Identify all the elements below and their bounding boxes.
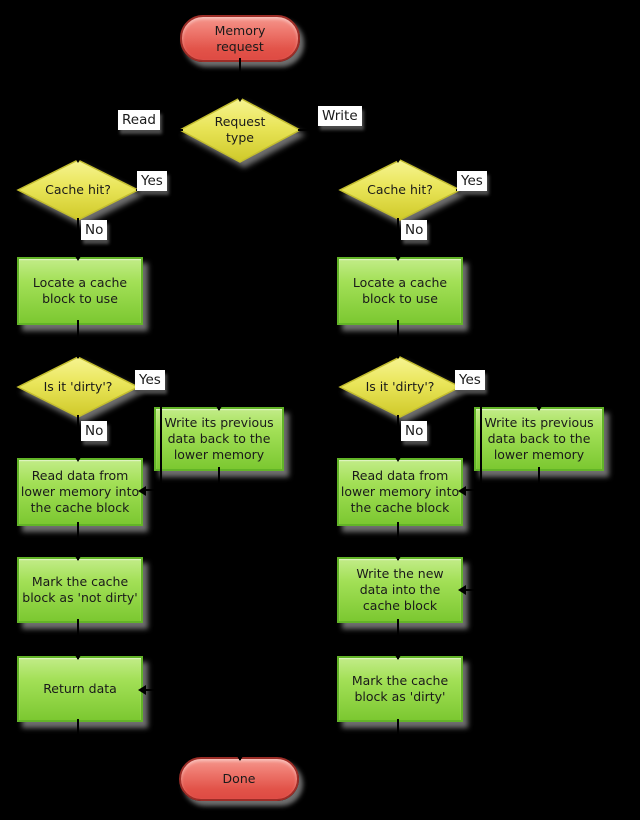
node-is-dirty-write: Is it 'dirty'?	[338, 355, 462, 419]
connector-line	[456, 386, 540, 388]
connector-line	[239, 58, 241, 98]
connector-line	[239, 740, 241, 760]
arrowhead-left-icon	[458, 585, 466, 595]
connector-line	[538, 386, 540, 410]
arrowhead-down-icon	[393, 454, 403, 462]
connector-line	[218, 467, 220, 491]
edge-label-yes-is-dirty-write: Yes	[455, 370, 485, 390]
connector-line	[160, 189, 162, 691]
node-read-lower-write: Read data from lower memory into the cac…	[337, 458, 463, 526]
connector-line	[298, 129, 400, 131]
arrowhead-down-icon	[73, 454, 83, 462]
node-mark-dirty: Mark the cache block as 'dirty'	[337, 656, 463, 722]
arrowhead-left-icon	[138, 685, 146, 695]
connector-line	[239, 740, 399, 742]
connector-line	[398, 129, 400, 160]
connector-line	[397, 218, 399, 259]
connector-line	[397, 320, 399, 358]
connector-line	[218, 386, 220, 410]
edge-label-write: Write	[318, 106, 362, 126]
arrowhead-down-icon	[73, 553, 83, 561]
connector-line	[466, 589, 482, 591]
node-write-back-read: Write its previous data back to the lowe…	[154, 407, 284, 471]
node-done: Done	[179, 757, 299, 801]
connector-line	[397, 415, 399, 460]
arrowhead-down-icon	[73, 155, 83, 163]
node-cache-hit-read: Cache hit?	[16, 158, 140, 222]
connector-line	[397, 719, 399, 742]
edge-label-yes-cache-hit-write: Yes	[457, 171, 487, 191]
edge-label-read: Read	[118, 110, 160, 130]
node-locate-block-write: Locate a cache block to use	[337, 257, 463, 325]
arrowhead-down-icon	[73, 351, 83, 359]
connector-line	[146, 489, 220, 491]
connector-line	[77, 320, 79, 358]
edge-label-no-cache-hit-read: No	[81, 220, 108, 240]
node-is-dirty-read: Is it 'dirty'?	[16, 355, 140, 419]
arrowhead-left-icon	[138, 486, 146, 496]
arrowhead-down-icon	[235, 94, 245, 102]
edge-label-yes-is-dirty-read: Yes	[135, 370, 165, 390]
node-request-type: Request type	[178, 96, 302, 164]
connector-line	[397, 619, 399, 659]
node-return-data: Return data	[17, 656, 143, 722]
arrowhead-down-icon	[393, 155, 403, 163]
edge-label-yes-cache-hit-read: Yes	[137, 171, 167, 191]
arrowhead-down-icon	[393, 351, 403, 359]
connector-line	[77, 129, 183, 131]
node-cache-hit-write: Cache hit?	[338, 158, 462, 222]
connector-line	[146, 689, 162, 691]
arrowhead-down-icon	[393, 652, 403, 660]
node-write-new-data: Write the new data into the cache block	[337, 557, 463, 623]
connector-line	[77, 740, 241, 742]
connector-line	[136, 386, 220, 388]
node-is-dirty-read-label: Is it 'dirty'?	[43, 379, 113, 395]
connector-line	[77, 415, 79, 460]
connector-line	[77, 218, 79, 259]
node-cache-hit-write-label: Cache hit?	[367, 182, 433, 198]
arrowhead-down-icon	[73, 253, 83, 261]
arrowhead-left-icon	[458, 486, 466, 496]
connector-line	[480, 189, 482, 591]
arrowhead-down-icon	[393, 253, 403, 261]
connector-line	[538, 467, 540, 491]
connector-line	[77, 129, 79, 160]
node-read-lower-read: Read data from lower memory into the cac…	[17, 458, 143, 526]
arrowhead-down-icon	[534, 403, 544, 411]
node-memory-request: Memory request	[180, 15, 300, 62]
connector-line	[397, 522, 399, 560]
node-write-back-write: Write its previous data back to the lowe…	[474, 407, 604, 471]
node-cache-hit-read-label: Cache hit?	[45, 182, 111, 198]
arrowhead-down-icon	[73, 652, 83, 660]
connector-line	[466, 489, 540, 491]
arrowhead-down-icon	[214, 403, 224, 411]
node-mark-not-dirty: Mark the cache block as 'not dirty'	[17, 557, 143, 623]
arrowhead-down-icon	[235, 753, 245, 761]
connector-line	[77, 719, 79, 742]
node-request-type-label: Request type	[214, 114, 266, 145]
node-is-dirty-write-label: Is it 'dirty'?	[365, 379, 435, 395]
connector-line	[77, 522, 79, 560]
edge-label-no-cache-hit-write: No	[401, 220, 428, 240]
edge-label-no-is-dirty-read: No	[81, 421, 108, 441]
arrowhead-down-icon	[393, 553, 403, 561]
connector-line	[77, 619, 79, 659]
edge-label-no-is-dirty-write: No	[401, 421, 428, 441]
node-locate-block-read: Locate a cache block to use	[17, 257, 143, 325]
